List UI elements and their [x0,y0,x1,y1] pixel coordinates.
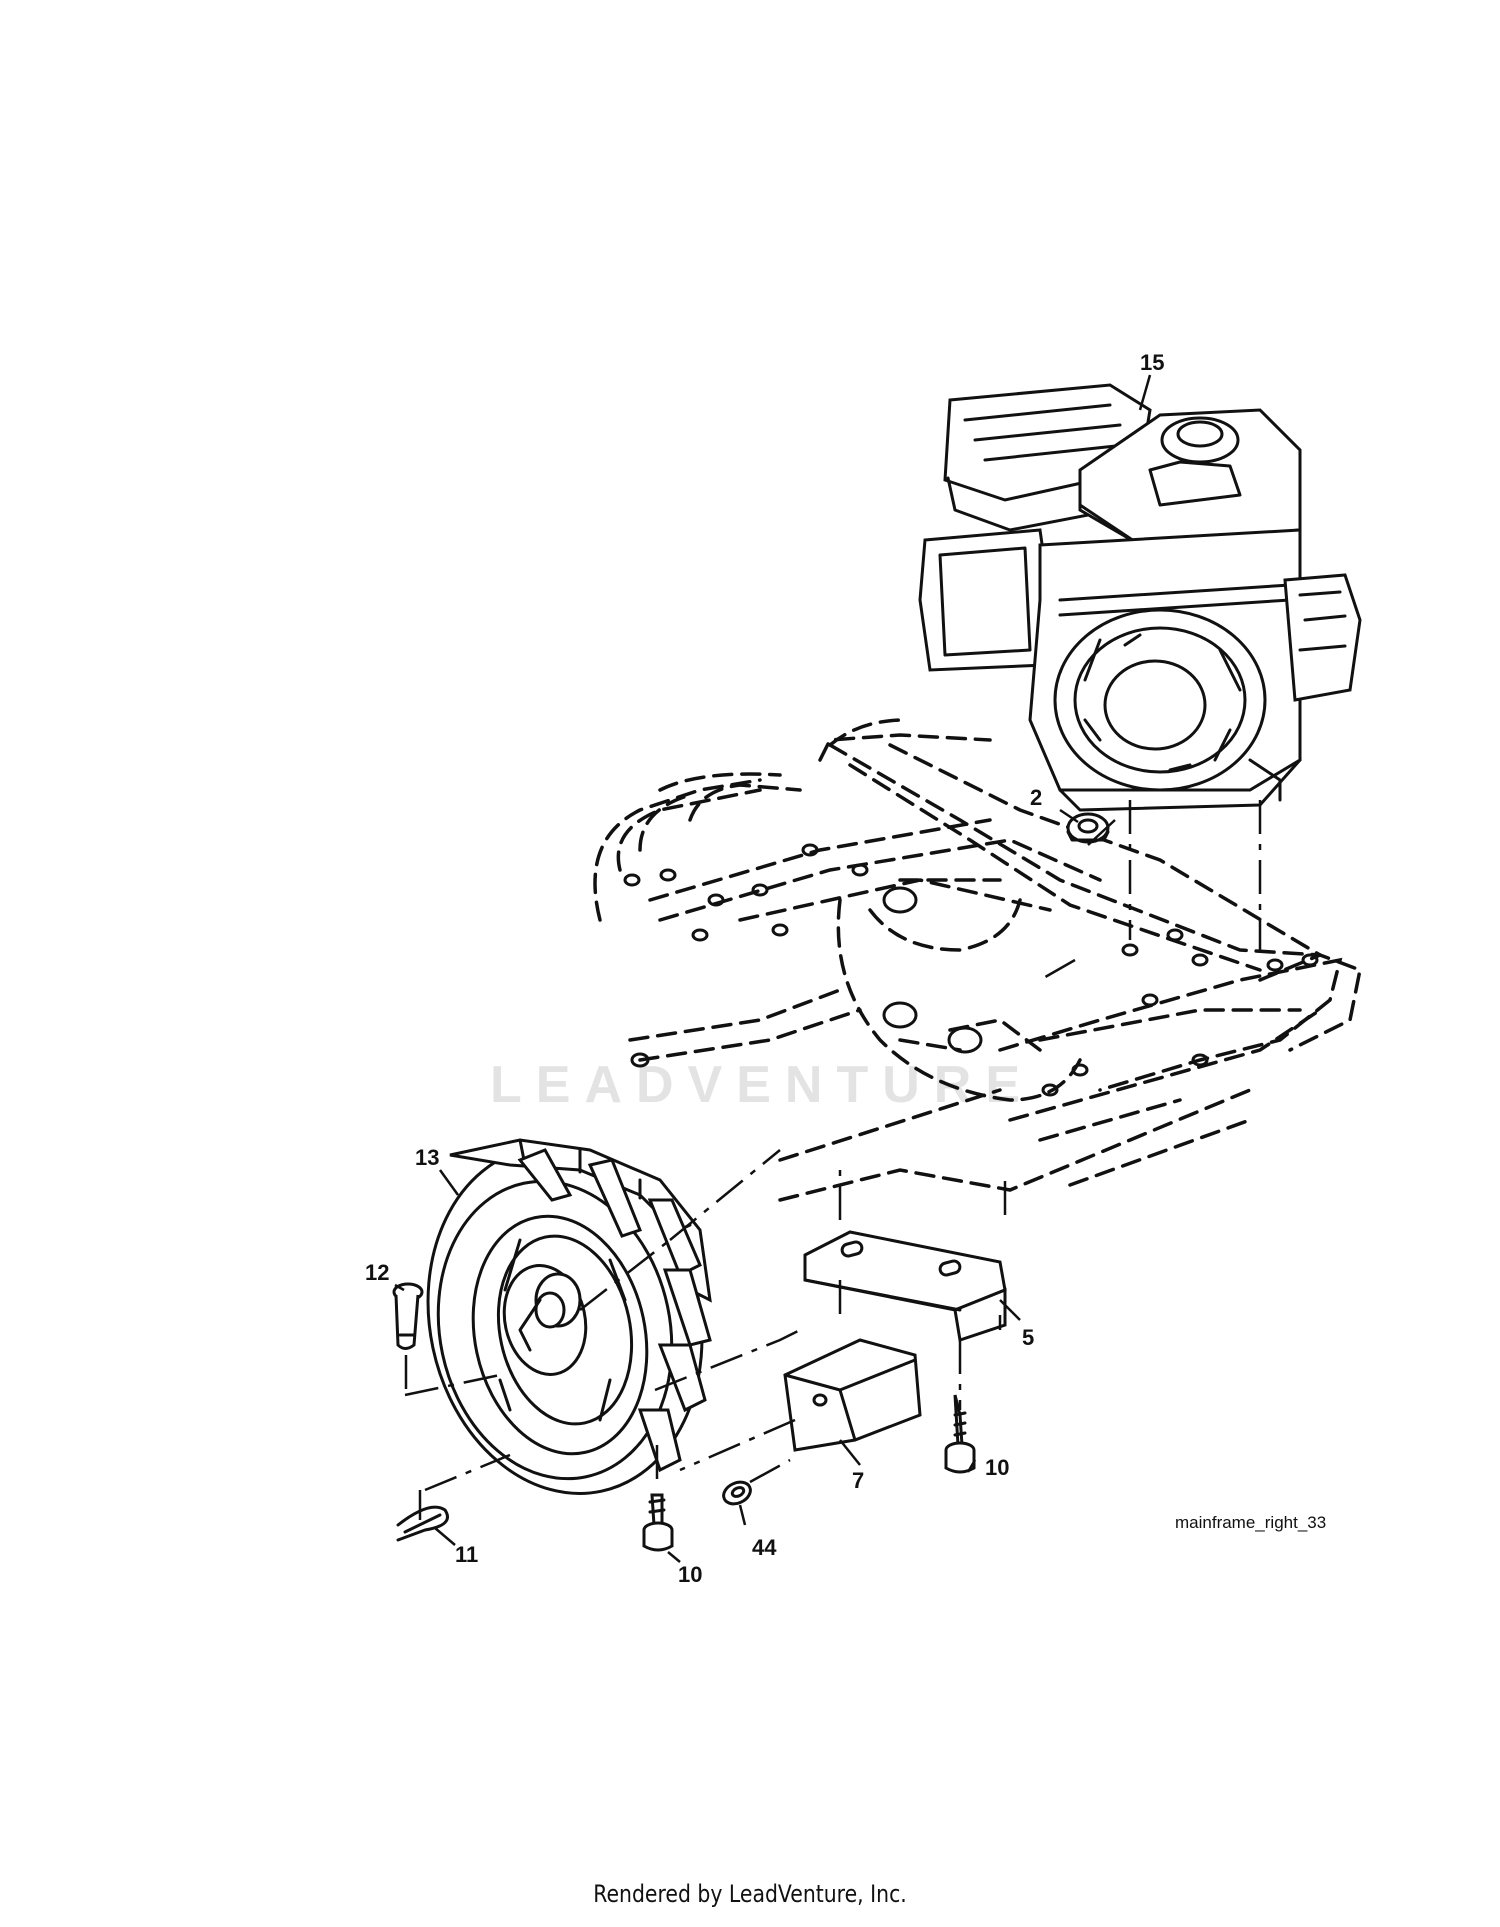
callout-44: 44 [752,1535,777,1560]
clevis-pin-part-12 [392,1282,424,1390]
footer-credit: Rendered by LeadVenture, Inc. [593,1880,907,1908]
callout-5: 5 [1022,1325,1034,1350]
callout-7: 7 [852,1468,864,1493]
callout-15: 15 [1140,350,1164,375]
callout-10-left: 10 [678,1562,702,1587]
engine [918,383,1362,812]
watermark: LEADVENTURE [490,1056,1034,1114]
nut-part-44 [722,1458,791,1506]
callout-10-right: 10 [985,1455,1009,1480]
bolt-part-10-left [642,1445,674,1552]
callout-12: 12 [365,1260,389,1285]
callout-11: 11 [455,1542,478,1567]
axle-leaders [404,1149,801,1520]
figure-reference: mainframe_right_33 [1175,1513,1326,1532]
wheel-part-13 [426,1138,712,1495]
callout-labels: 15 2 13 12 11 5 7 10 10 44 [365,350,1164,1587]
weight-part-7 [679,1338,922,1472]
hair-pin-part-11 [396,1505,449,1542]
bolt-part-10-right [944,1394,976,1474]
nut-part-2 [1059,808,1116,846]
callout-2: 2 [1030,785,1042,810]
bracket-part-5 [803,1165,1007,1410]
callout-13: 13 [415,1145,439,1170]
frame-outline [593,718,1363,1202]
